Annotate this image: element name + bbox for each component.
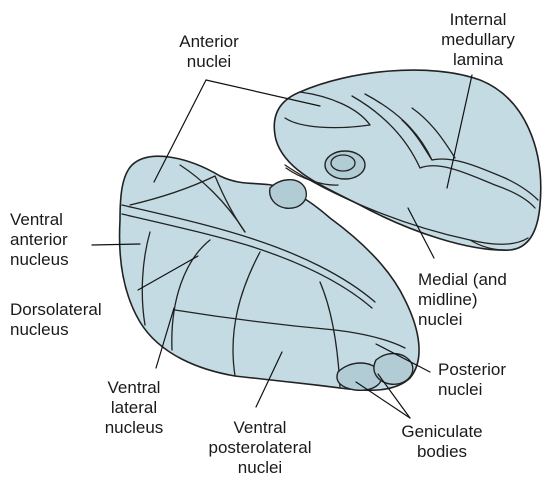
label-dorsolateral-nucleus: Dorsolateral nucleus [10, 300, 102, 340]
label-ventral-lateral-nucleus: Ventral lateral nucleus [94, 378, 174, 438]
label-geniculate-bodies: Geniculate bodies [392, 422, 492, 462]
label-posterior-nuclei: Posterior nuclei [438, 360, 506, 400]
label-ventral-anterior-nucleus: Ventral anterior nucleus [10, 210, 69, 270]
label-ventral-posterolateral-nuclei: Ventral posterolateral nuclei [190, 418, 330, 478]
geniculate-lateral [374, 354, 413, 385]
left-bump [270, 180, 307, 209]
label-medial-midline-nuclei: Medial (and midline) nuclei [418, 270, 507, 330]
label-anterior-nuclei: Anterior nuclei [164, 32, 254, 72]
label-internal-medullary-lamina: Internal medullary lamina [428, 10, 528, 70]
